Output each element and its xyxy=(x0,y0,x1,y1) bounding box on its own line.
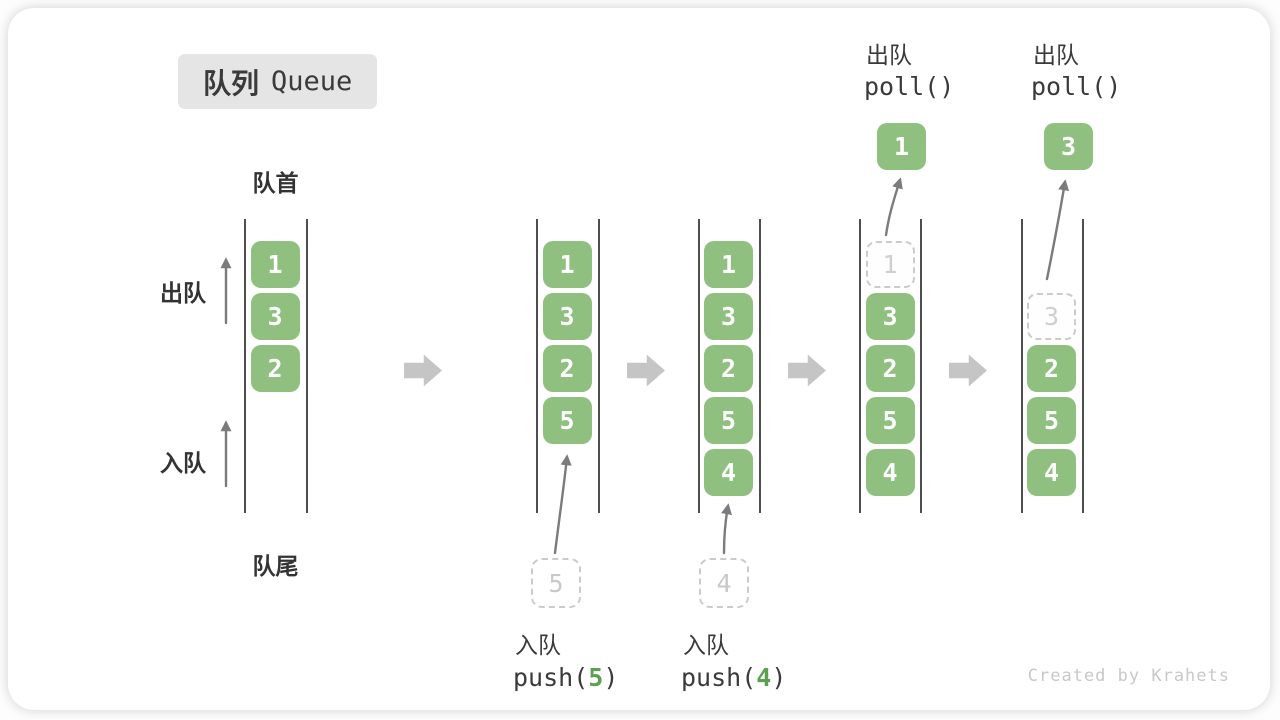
queue-item: 2 xyxy=(704,345,753,392)
enqueue-action-label: 入队 xyxy=(515,632,561,658)
queue-item: 4 xyxy=(865,449,915,496)
enqueue-action-code: push(4) xyxy=(681,663,787,692)
code-argument: 5 xyxy=(588,663,604,692)
dequeue-action-label: 出队 xyxy=(1033,42,1079,68)
queue-column-line xyxy=(1021,219,1023,513)
queue-item: 3 xyxy=(865,293,915,340)
queue-item-removed: 1 xyxy=(865,241,915,288)
dequeue-action-code: poll() xyxy=(864,72,955,101)
title-badge: 队列 Queue xyxy=(178,54,378,109)
poll-3-arrow xyxy=(1045,179,1070,281)
pending-item: 5 xyxy=(531,558,581,608)
code-argument: 4 xyxy=(756,663,772,692)
queue-item: 3 xyxy=(250,293,300,340)
title-zh: 队列 xyxy=(203,67,260,99)
queue-item: 4 xyxy=(1027,449,1076,496)
queue-column-line xyxy=(859,219,861,513)
queue-column-line xyxy=(698,219,700,513)
queue-item: 1 xyxy=(542,241,592,288)
enqueue-action-code: push(5) xyxy=(513,663,619,692)
figure-card: 队列 Queue 队首 队尾 出队 入队 1 3 2 1 3 2 5 5 入队 push(5) 1 3… xyxy=(8,8,1270,710)
push-5-arrow xyxy=(553,454,572,555)
queue-column-line xyxy=(536,219,538,513)
polled-item: 3 xyxy=(1044,123,1093,170)
title-en: Queue xyxy=(271,66,353,97)
queue-item: 5 xyxy=(542,397,592,444)
enqueue-action-label: 入队 xyxy=(683,632,729,658)
queue-item-removed: 3 xyxy=(1027,293,1076,340)
queue-item: 5 xyxy=(1027,397,1076,444)
queue-item: 5 xyxy=(704,397,753,444)
watermark: Created by Krahets xyxy=(1027,666,1230,686)
poll-1-arrow xyxy=(884,177,903,237)
polled-item: 1 xyxy=(877,123,926,170)
next-step-arrow xyxy=(404,354,442,387)
queue-item: 5 xyxy=(865,397,915,444)
next-step-arrow xyxy=(949,354,987,387)
queue-column-line xyxy=(759,219,761,513)
next-step-arrow xyxy=(788,354,826,387)
queue-item: 1 xyxy=(704,241,753,288)
queue-column-line xyxy=(920,219,922,513)
queue-item: 1 xyxy=(250,241,300,288)
label-queue-rear: 队尾 xyxy=(252,553,299,579)
dequeue-action-code: poll() xyxy=(1031,72,1122,101)
queue-item: 4 xyxy=(704,449,753,496)
label-queue-front: 队首 xyxy=(252,170,299,196)
push-4-arrow xyxy=(721,503,732,555)
queue-item: 2 xyxy=(542,345,592,392)
queue-item: 2 xyxy=(250,345,300,392)
queue-column-line xyxy=(1082,219,1084,513)
queue-item: 2 xyxy=(1027,345,1076,392)
queue-column-line xyxy=(598,219,600,513)
queue-item: 3 xyxy=(542,293,592,340)
label-enqueue: 入队 xyxy=(160,450,206,476)
queue-item: 3 xyxy=(704,293,753,340)
queue-item: 2 xyxy=(865,345,915,392)
dequeue-action-label: 出队 xyxy=(866,42,912,68)
pending-item: 4 xyxy=(699,558,749,608)
queue-column-line xyxy=(306,219,308,513)
queue-column-line xyxy=(244,219,246,513)
label-dequeue: 出队 xyxy=(160,280,206,306)
next-step-arrow xyxy=(627,354,665,387)
